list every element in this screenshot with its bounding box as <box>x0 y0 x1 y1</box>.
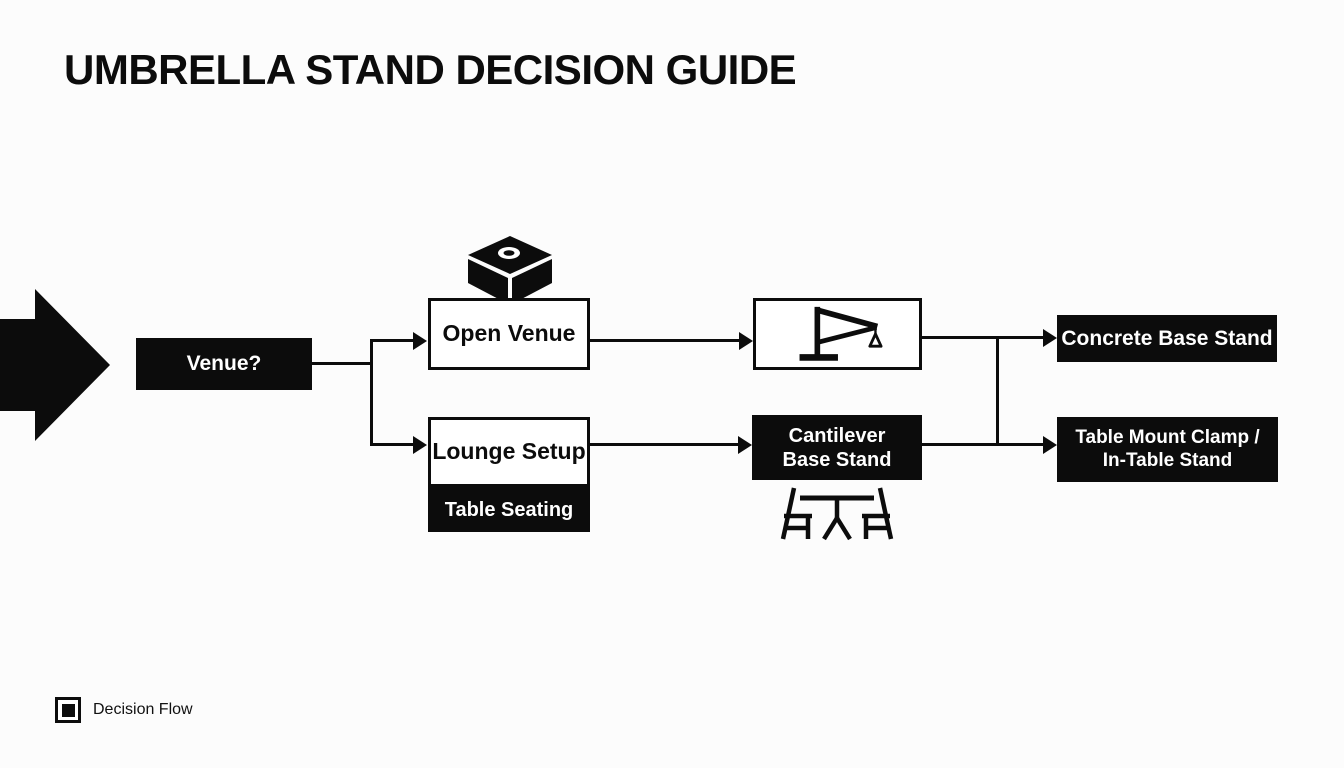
edge-branch-to-lounge <box>370 443 414 446</box>
page-title: UMBRELLA STAND DECISION GUIDE <box>64 46 797 93</box>
legend-swatch-icon <box>55 697 81 723</box>
edge-cantilever-to-table-mount <box>922 443 1043 446</box>
arrowhead-cantilever-base <box>738 436 752 454</box>
node-cantilever-umbrella-choice <box>753 298 922 370</box>
node-concrete-base-stand: Concrete Base Stand <box>1057 315 1277 362</box>
node-venue: Venue? <box>136 338 312 390</box>
flow-start-arrow-icon <box>0 289 110 441</box>
node-concrete-base-stand-label: Concrete Base Stand <box>1061 326 1273 350</box>
legend: Decision Flow <box>55 697 193 723</box>
edge-venue-out <box>312 362 372 365</box>
arrowhead-concrete-base <box>1043 329 1057 347</box>
node-open-venue: Open Venue <box>428 298 590 370</box>
node-table-mount-clamp-line2: In-Table Stand <box>1102 449 1233 471</box>
node-table-mount-clamp: Table Mount Clamp / In-Table Stand <box>1057 417 1278 482</box>
cantilever-umbrella-icon <box>799 306 883 361</box>
arrowhead-lounge-setup <box>413 436 427 454</box>
node-venue-label: Venue? <box>186 352 262 376</box>
arrowhead-open-venue <box>413 332 427 350</box>
node-lounge-setup: Lounge Setup <box>428 417 590 487</box>
node-table-seating-label: Table Seating <box>444 498 574 521</box>
node-cantilever-base-stand-line1: Cantilever <box>788 424 886 447</box>
node-cantilever-base-stand-line2: Base Stand <box>782 448 892 471</box>
legend-label: Decision Flow <box>93 701 193 718</box>
edge-umbrella-to-concrete <box>922 336 1043 339</box>
legend-swatch-inner-square <box>61 703 75 717</box>
node-lounge-setup-label: Lounge Setup <box>432 438 586 465</box>
node-table-mount-clamp-line1: Table Mount Clamp / <box>1075 426 1260 448</box>
edge-branch-to-open-venue <box>370 339 414 342</box>
edge-cross-link-vertical <box>996 336 999 446</box>
node-table-seating: Table Seating <box>428 487 590 532</box>
arrowhead-table-mount <box>1043 436 1057 454</box>
concrete-base-block-icon <box>468 236 552 304</box>
edge-lounge-to-cantilever <box>590 443 738 446</box>
edge-open-venue-to-umbrella <box>590 339 739 342</box>
table-with-chairs-icon <box>780 487 894 541</box>
node-open-venue-label: Open Venue <box>442 320 576 347</box>
node-cantilever-base-stand: Cantilever Base Stand <box>752 415 922 480</box>
edge-venue-branch-vertical <box>370 339 373 446</box>
arrowhead-umbrella-box <box>739 332 753 350</box>
